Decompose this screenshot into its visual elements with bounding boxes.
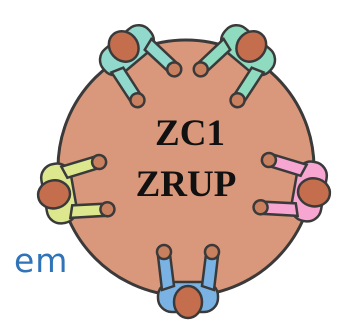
text-fragment: em bbox=[14, 241, 69, 280]
person-mint-icon bbox=[192, 23, 277, 109]
table-label-line1: ZC1 bbox=[155, 113, 225, 154]
person-pink-icon bbox=[252, 151, 332, 223]
person-teal-icon bbox=[98, 23, 183, 109]
table-label-line2: ZRUP bbox=[136, 164, 237, 205]
person-blue-icon bbox=[155, 243, 221, 320]
person-lime-icon bbox=[36, 153, 116, 225]
